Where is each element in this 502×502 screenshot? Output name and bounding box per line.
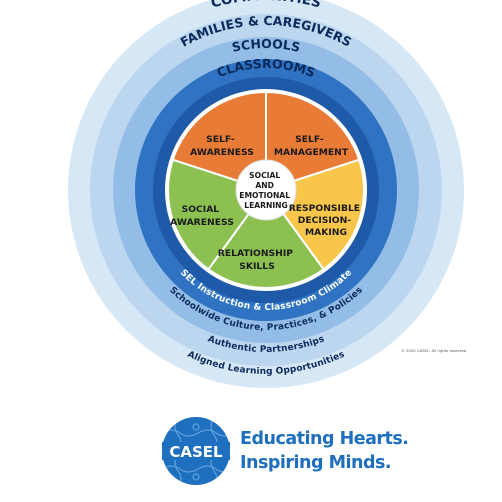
tagline-line-1: Educating Hearts.: [240, 429, 409, 449]
self-awareness-wedge: [171, 90, 267, 192]
relationship-skills-wedge: [207, 188, 325, 289]
responsible-decision-making-text: RESPONSIBLE DECISION- MAKING: [289, 203, 364, 238]
center-circle: [235, 159, 297, 221]
copyright-notice: © 2020 CASEL. All rights reserved: [401, 348, 467, 353]
casel-logo-icon: CASEL: [162, 417, 230, 485]
casel-logo-block: CASEL Educating Hearts. Inspiring Minds.: [160, 415, 420, 485]
schools-label: SCHOOLS: [230, 36, 301, 55]
tagline-line-2: Inspiring Minds.: [240, 453, 392, 473]
self-awareness-text: SELF- AWARENESS: [190, 134, 254, 158]
self-management-text: SELF- MANAGEMENT: [274, 134, 349, 158]
self-management-wedge: [265, 90, 361, 192]
sel-framework-wheel: COMMUNITIES FAMILIES & CAREGIVERS SCHOOL…: [68, 0, 467, 388]
relationship-skills-text: RELATIONSHIP SKILLS: [218, 248, 296, 272]
social-awareness-text: SOCIAL AWARENESS: [170, 204, 234, 228]
center-label: SOCIAL AND EMOTIONAL LEARNING: [239, 171, 292, 210]
casel-logo-text: CASEL: [169, 443, 223, 461]
